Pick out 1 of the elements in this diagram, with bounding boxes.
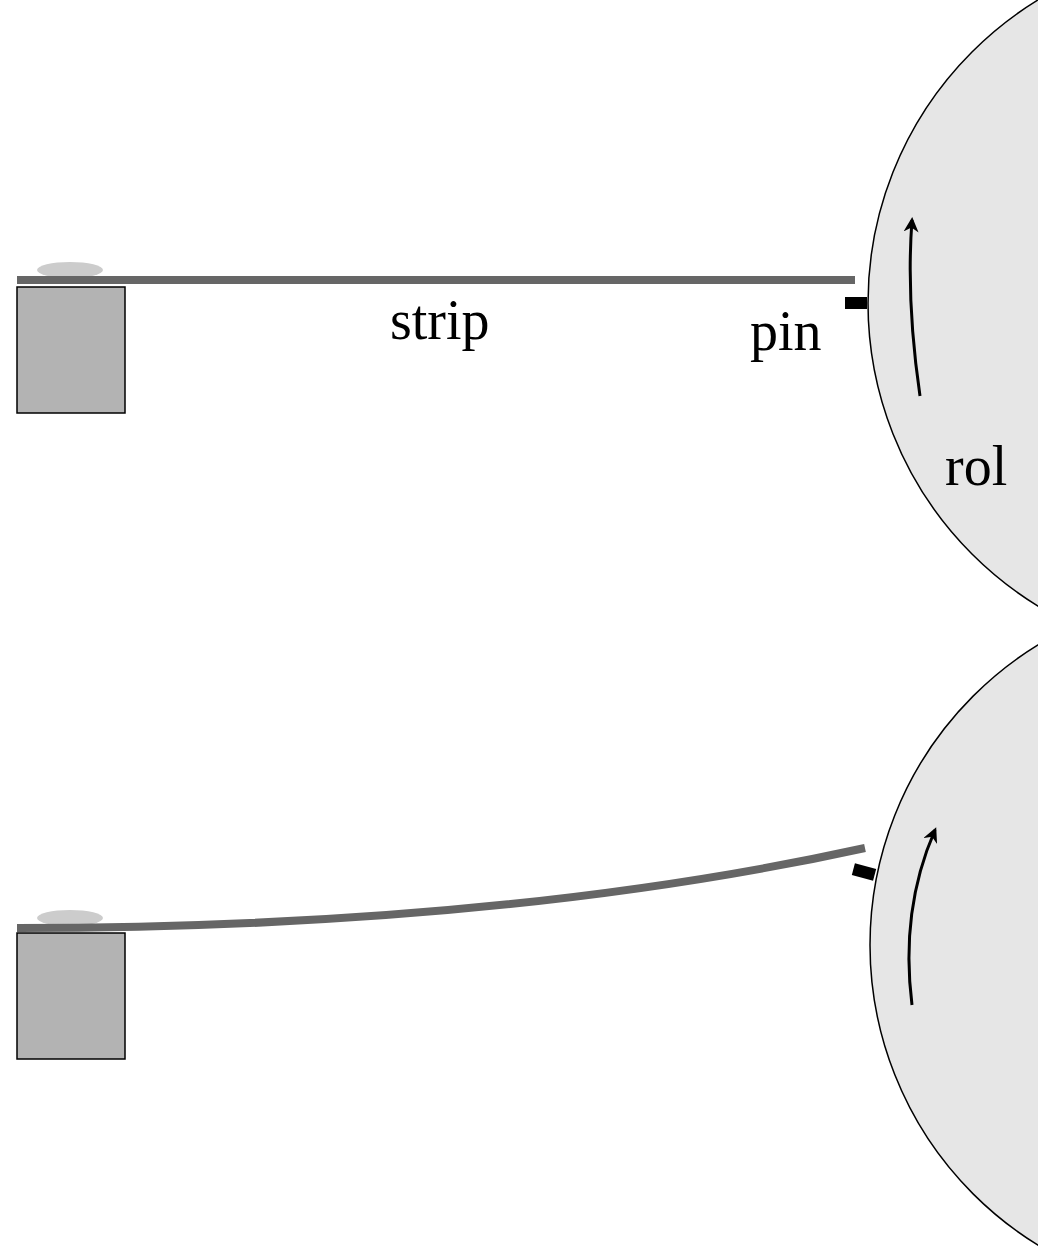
part-label: rol bbox=[945, 438, 1008, 494]
